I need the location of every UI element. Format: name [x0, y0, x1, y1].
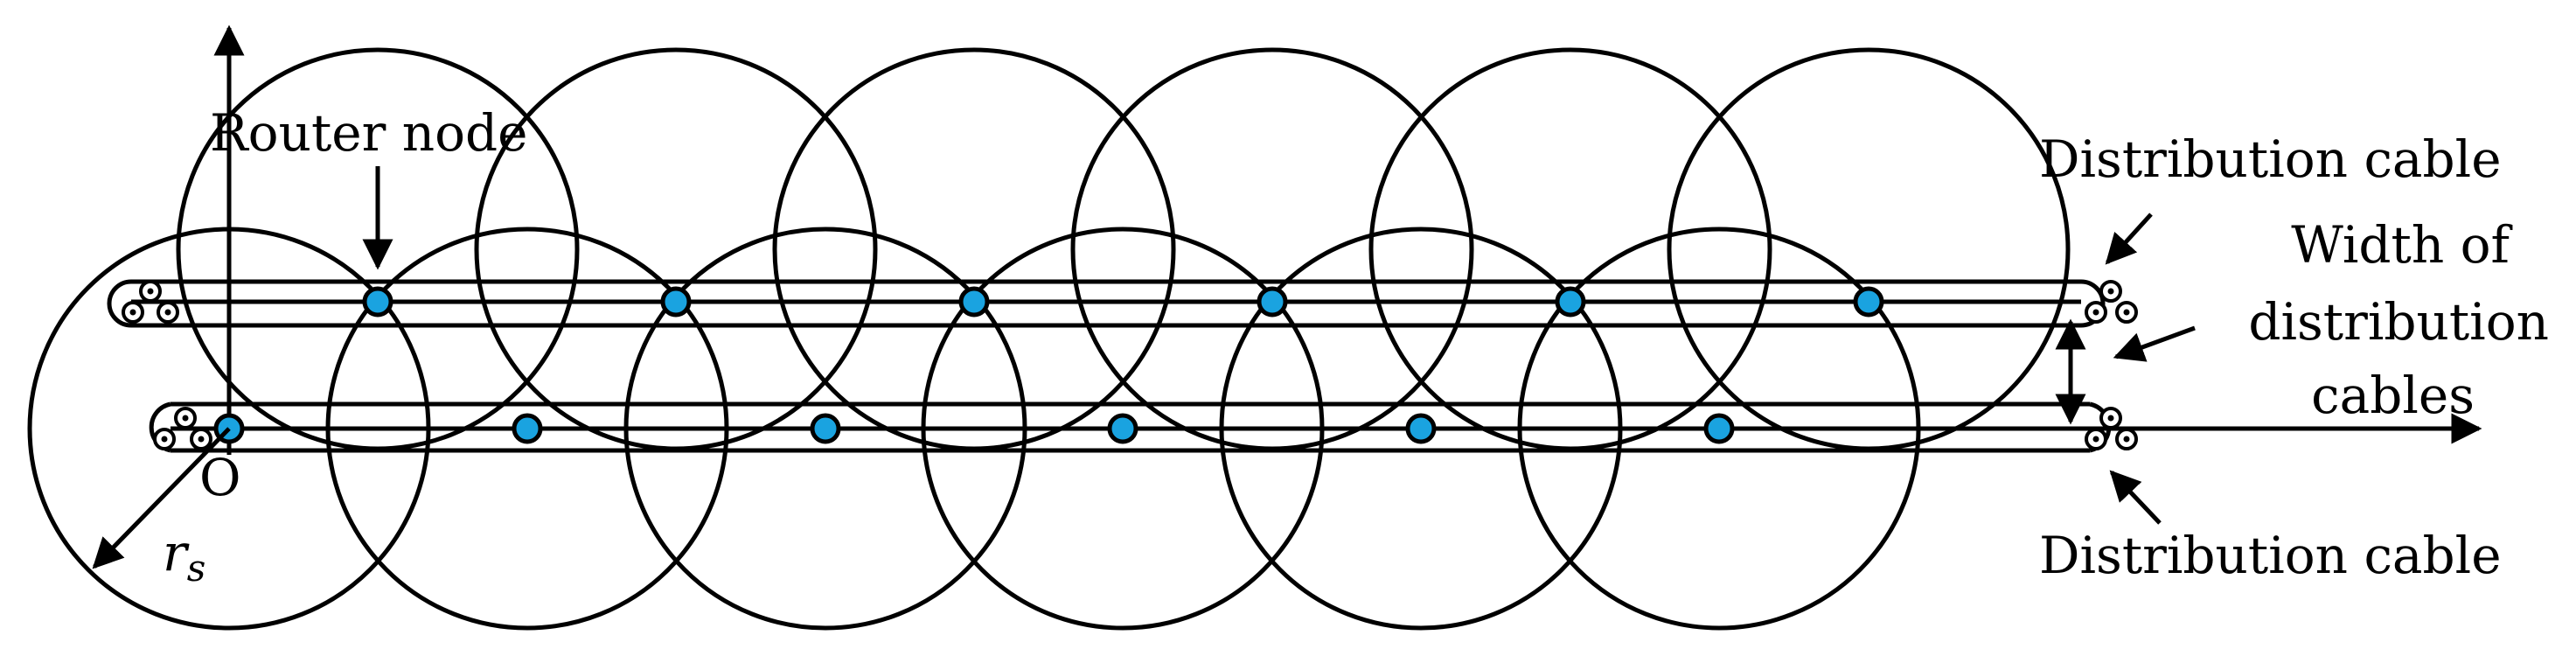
- distribution-cables: [107, 279, 2112, 453]
- cable-end-bottom-right-1: [2099, 407, 2122, 429]
- coverage-circle-top-6: [1667, 47, 2071, 451]
- router-node-bottom-5: [1405, 413, 1437, 444]
- coverage-circle-top-5: [1368, 47, 1772, 451]
- router-node-label: Router node: [210, 103, 527, 163]
- annotation-arrows: [92, 166, 2196, 569]
- coverage-circle-top-3: [772, 47, 1176, 451]
- radius-arrow: [92, 427, 231, 569]
- cable-end-bottom-left-1: [174, 407, 197, 429]
- cable-end-bottom-left-3: [190, 428, 212, 450]
- cable-end-top-right-1: [2099, 280, 2122, 303]
- cable-end-top-right-2: [2085, 301, 2107, 324]
- router-node-bottom-3: [810, 413, 841, 444]
- origin-label: O: [199, 448, 241, 507]
- width-label-line-1: Width of: [2291, 215, 2512, 275]
- labels: Router node Distribution cable Width of …: [163, 103, 2549, 590]
- router-node-bottom-6: [1703, 413, 1735, 444]
- cable-end-markers: [122, 280, 2138, 450]
- distribution-cable-bottom-label: Distribution cable: [2039, 526, 2502, 585]
- radius-subscript: s: [187, 547, 206, 590]
- distribution-cable-top-label: Distribution cable: [2039, 129, 2502, 189]
- router-node-top-6: [1853, 286, 1884, 318]
- bottom-cable-pointer-arrow: [2109, 470, 2162, 525]
- coverage-circle-top-2: [474, 47, 878, 451]
- cable-end-bottom-right-2: [2085, 428, 2107, 450]
- cable-end-top-left-1: [139, 280, 162, 303]
- axes: [213, 24, 2482, 455]
- width-label-line-3: cables: [2311, 366, 2475, 425]
- coverage-circle-top-4: [1070, 47, 1474, 451]
- router-node-top-3: [958, 286, 990, 318]
- radius-label: rs: [163, 523, 205, 590]
- router-nodes: [213, 286, 1884, 444]
- cable-end-bottom-left-2: [153, 428, 176, 450]
- cable-end-top-left-3: [157, 301, 179, 324]
- router-node-top-5: [1555, 286, 1586, 318]
- top-cable-pointer-arrow: [2105, 213, 2153, 265]
- router-node-bottom-4: [1107, 413, 1138, 444]
- width-label-line-2: distribution: [2248, 292, 2549, 352]
- router-node-top-2: [660, 286, 692, 318]
- cable-end-top-right-3: [2115, 301, 2138, 324]
- width-pointer-arrow: [2113, 325, 2196, 362]
- router-node-top-1: [362, 286, 393, 318]
- router-node-bottom-2: [512, 413, 543, 444]
- cable-end-bottom-right-3: [2115, 428, 2138, 450]
- top-cable-bundle: [107, 279, 2106, 328]
- cable-end-top-left-2: [122, 301, 144, 324]
- router-node-top-4: [1257, 286, 1288, 318]
- radius-symbol: r: [163, 523, 190, 583]
